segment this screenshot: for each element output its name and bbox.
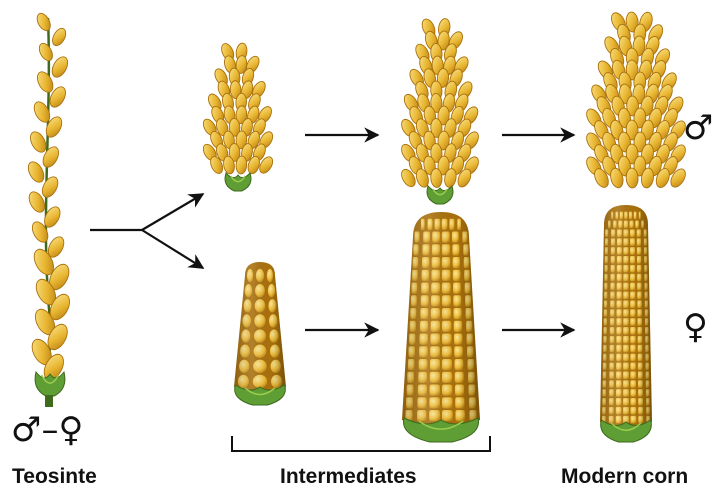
teosinte-grain [27,129,49,155]
teosinte-sex-symbols: ♂–♀ [11,412,83,448]
female-ear-intermediate-1 [234,262,286,405]
cob-shading [402,212,480,427]
branch-arrow-lower [142,230,203,268]
teosinte-label: Teosinte [12,465,97,489]
teosinte-grain [37,41,56,63]
teosinte-grain [50,26,69,48]
teosinte-grain [34,11,53,33]
modern-corn-label: Modern corn [561,465,688,489]
intermediates-label: Intermediates [280,465,417,489]
female-ear-intermediate-2 [402,212,480,442]
cob-shading [234,262,286,394]
male-tassel-intermediate-2 [399,17,481,204]
branch-arrow [90,194,203,230]
female-symbol: ♀ [683,309,708,345]
teosinte-stalk [45,395,53,407]
male-tassel-modern [584,10,689,189]
arrows [90,135,574,330]
male-symbol: ♂ [683,110,713,146]
female-ear-modern [600,205,652,442]
teosinte-grain [31,99,53,125]
male-tassel-intermediate-1 [201,42,276,191]
teosinte-plant [25,11,73,407]
husk-leaves [35,372,65,396]
cob-shading [600,205,652,429]
